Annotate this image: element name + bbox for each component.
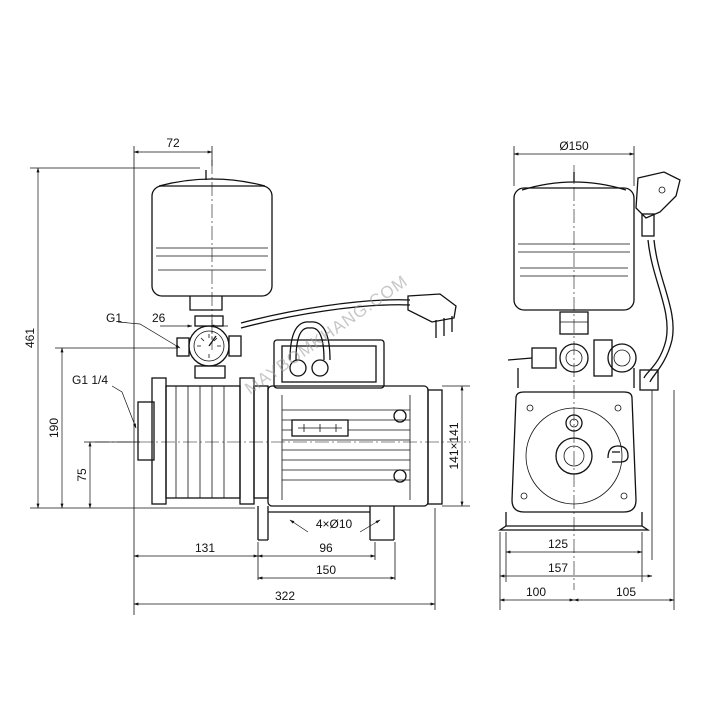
dim-overall-height: 461 [23,328,37,348]
front-power-plug [635,171,681,383]
motor [267,385,443,507]
dim-foot-outer: 150 [316,563,336,577]
dim-inlet-thread: G1 1/4 [72,373,108,387]
front-dimension-lines [499,152,675,602]
pressure-gauge [176,315,242,379]
side-dimension-labels: 72 461 G1 26 G1 1/4 190 75 141×141 4×Ø10… [23,136,461,603]
dim-motor-section: 141×141 [447,422,461,469]
dim-tank-offset: 72 [166,136,180,150]
front-base [497,512,651,531]
dim-front-foot-inner: 125 [548,537,568,551]
dim-outlet-thread: G1 [106,311,122,325]
front-view: Ø150 125 157 100 105 [497,139,681,610]
dim-inlet-center-height: 75 [75,468,89,482]
front-pressure-tank [513,165,635,590]
dim-front-foot-outer: 157 [548,561,568,575]
front-valve-assembly [507,311,659,391]
watermark-text: MAYBOMKHANG.COM [241,271,411,398]
front-pump-housing [511,391,637,513]
dim-inlet-height: 190 [47,418,61,438]
dim-inlet-to-foot: 131 [195,541,215,555]
dim-outlet-offset: 26 [152,311,166,325]
dim-overall-length: 322 [275,589,295,603]
front-extension-lines [499,146,675,610]
dim-left-offset: 100 [526,585,546,599]
side-view: 72 461 G1 26 G1 1/4 190 75 141×141 4×Ø10… [23,136,470,615]
dim-tank-diameter: Ø150 [559,139,589,153]
pressure-tank [151,160,273,340]
dim-right-offset: 105 [616,585,636,599]
pump-base [257,506,395,541]
dimension-lines [36,150,464,606]
controller-box [273,321,385,389]
dim-foot-inner: 96 [319,541,333,555]
power-plug [240,293,457,338]
front-dimension-labels: Ø150 125 157 100 105 [526,139,636,599]
pump-body [137,377,269,505]
dim-foot-holes: 4×Ø10 [316,517,353,531]
